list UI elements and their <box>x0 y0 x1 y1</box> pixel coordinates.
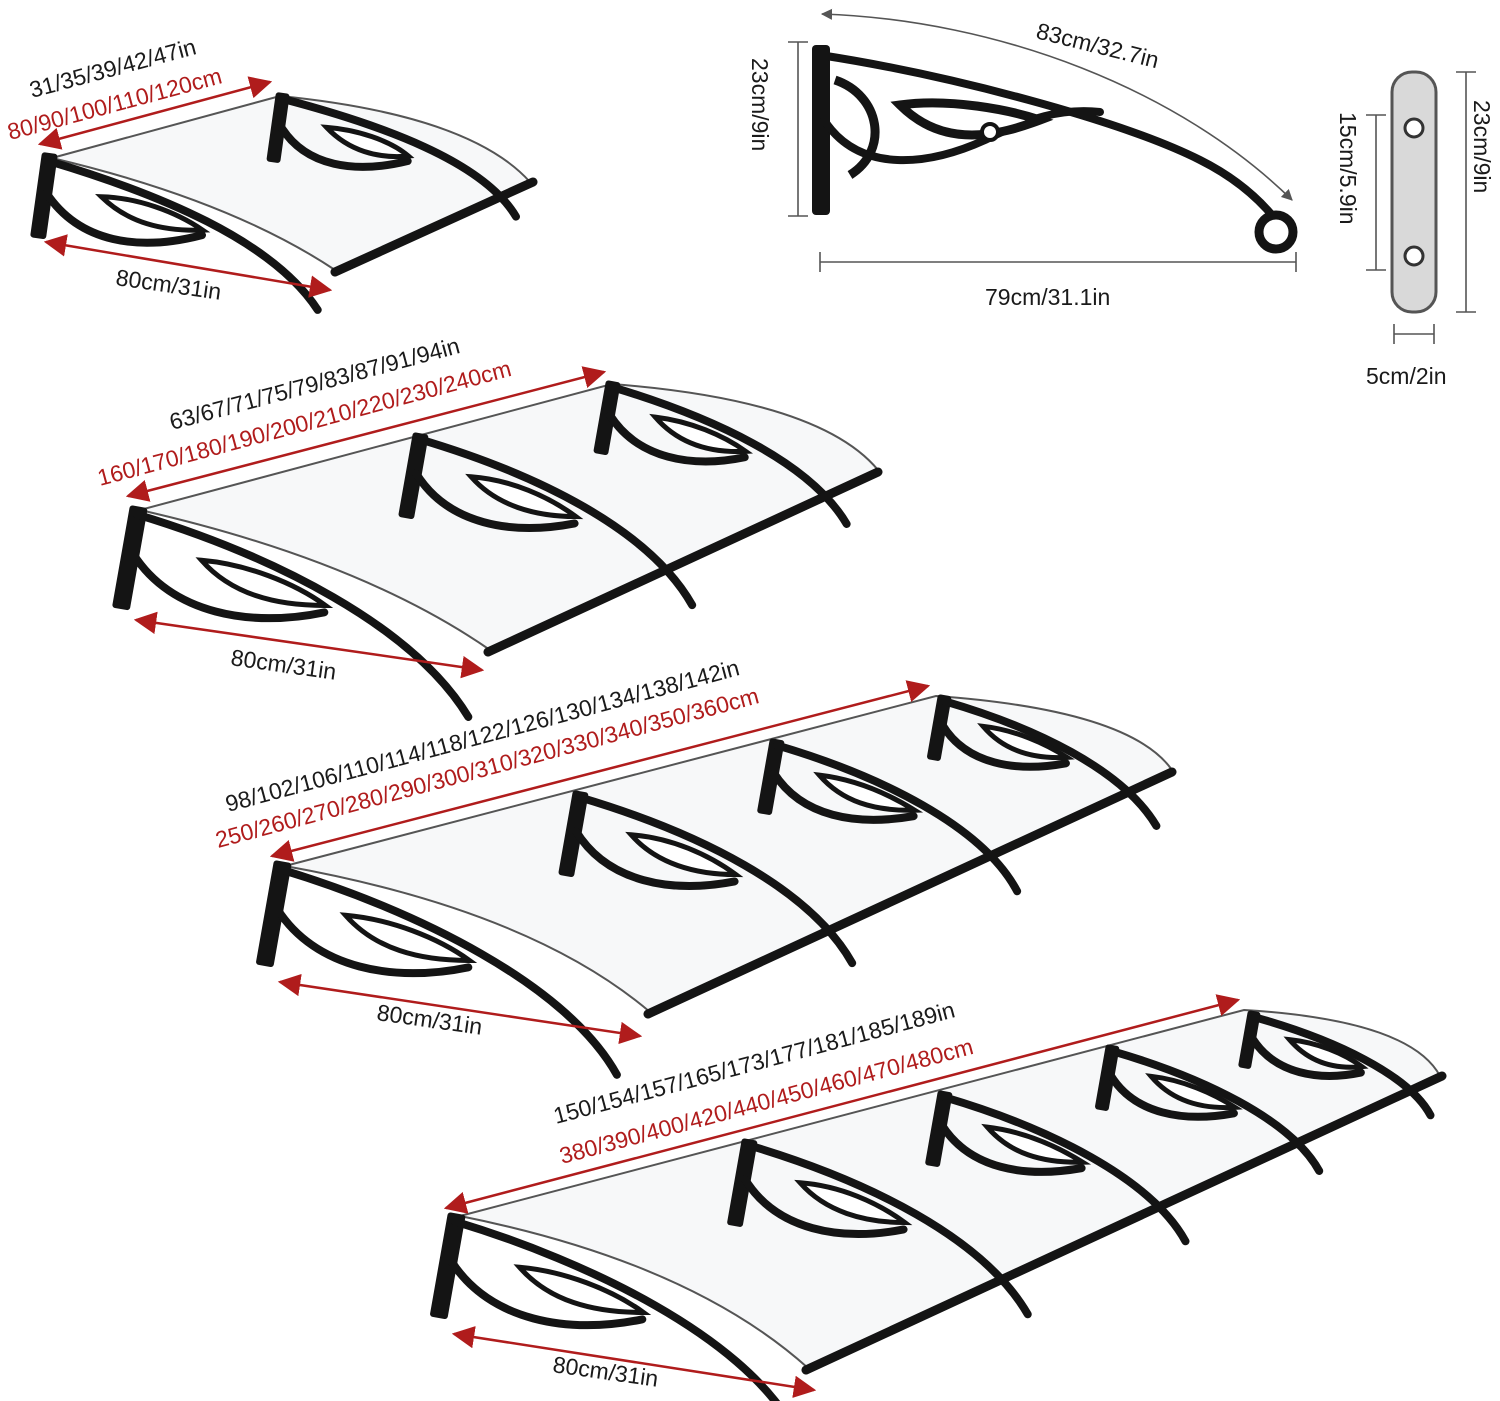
canopy-3-front-bar <box>643 767 1177 1019</box>
canopy-4-width-arrow <box>443 994 1241 1214</box>
canopy-3-width-arrow <box>269 680 931 862</box>
canopy-2-front-bar <box>483 467 883 657</box>
canopy-4: 150/154/157/165/173/177/181/185/189in 38… <box>430 994 1447 1401</box>
canopy-4-front-bar <box>801 1071 1447 1375</box>
canopy-2: 63/67/71/75/79/83/87/91/94in 160/170/180… <box>95 332 883 721</box>
canopy-1-width-arrow <box>37 76 273 150</box>
wall-plate-body <box>1390 70 1438 314</box>
canopy-4-depth-arrow <box>451 1325 817 1399</box>
bracket-detail-arc-dimension <box>820 8 1293 201</box>
bracket-detail-height-label: 23cm/9in <box>747 58 773 151</box>
bracket-detail-arm <box>816 51 1284 229</box>
canopy-2-depth-label: 80cm/31in <box>229 644 338 685</box>
bracket-detail-end-ring <box>1254 210 1298 254</box>
canopy-3-bracket-4 <box>927 694 1161 830</box>
bracket-detail-depth-label: 79cm/31.1in <box>985 284 1110 310</box>
wall-plate-width-label: 5cm/2in <box>1366 363 1447 389</box>
bracket-detail: 83cm/32.7in 23cm/9in 79cm/31.1in <box>747 8 1298 310</box>
canopy-2-width-arrow <box>125 366 607 502</box>
wall-plate: 15cm/5.9in 23cm/9in 5cm/2in <box>1335 70 1495 389</box>
bracket-detail-arc-label: 83cm/32.7in <box>1034 18 1162 74</box>
canopy-2-depth-arrow <box>133 611 485 679</box>
wall-plate-hole-spacing-label: 15cm/5.9in <box>1335 112 1361 225</box>
canopy-2-bracket-right <box>593 380 851 528</box>
canopy-4-bracket-1 <box>430 1212 796 1401</box>
canopy-1-depth-arrow <box>43 234 333 298</box>
canopy-1: 31/35/39/42/47in 80/90/100/110/120cm 80c… <box>5 33 538 314</box>
wall-plate-hole-top <box>1403 117 1425 139</box>
canopy-1-front-bar <box>330 177 538 277</box>
canopy-3: 98/102/106/110/114/118/122/126/130/134/1… <box>213 654 1177 1079</box>
wall-plate-hole-bottom <box>1403 245 1425 267</box>
wall-plate-height-label: 23cm/9in <box>1469 100 1495 193</box>
canopy-4-bracket-5 <box>1238 1010 1435 1120</box>
